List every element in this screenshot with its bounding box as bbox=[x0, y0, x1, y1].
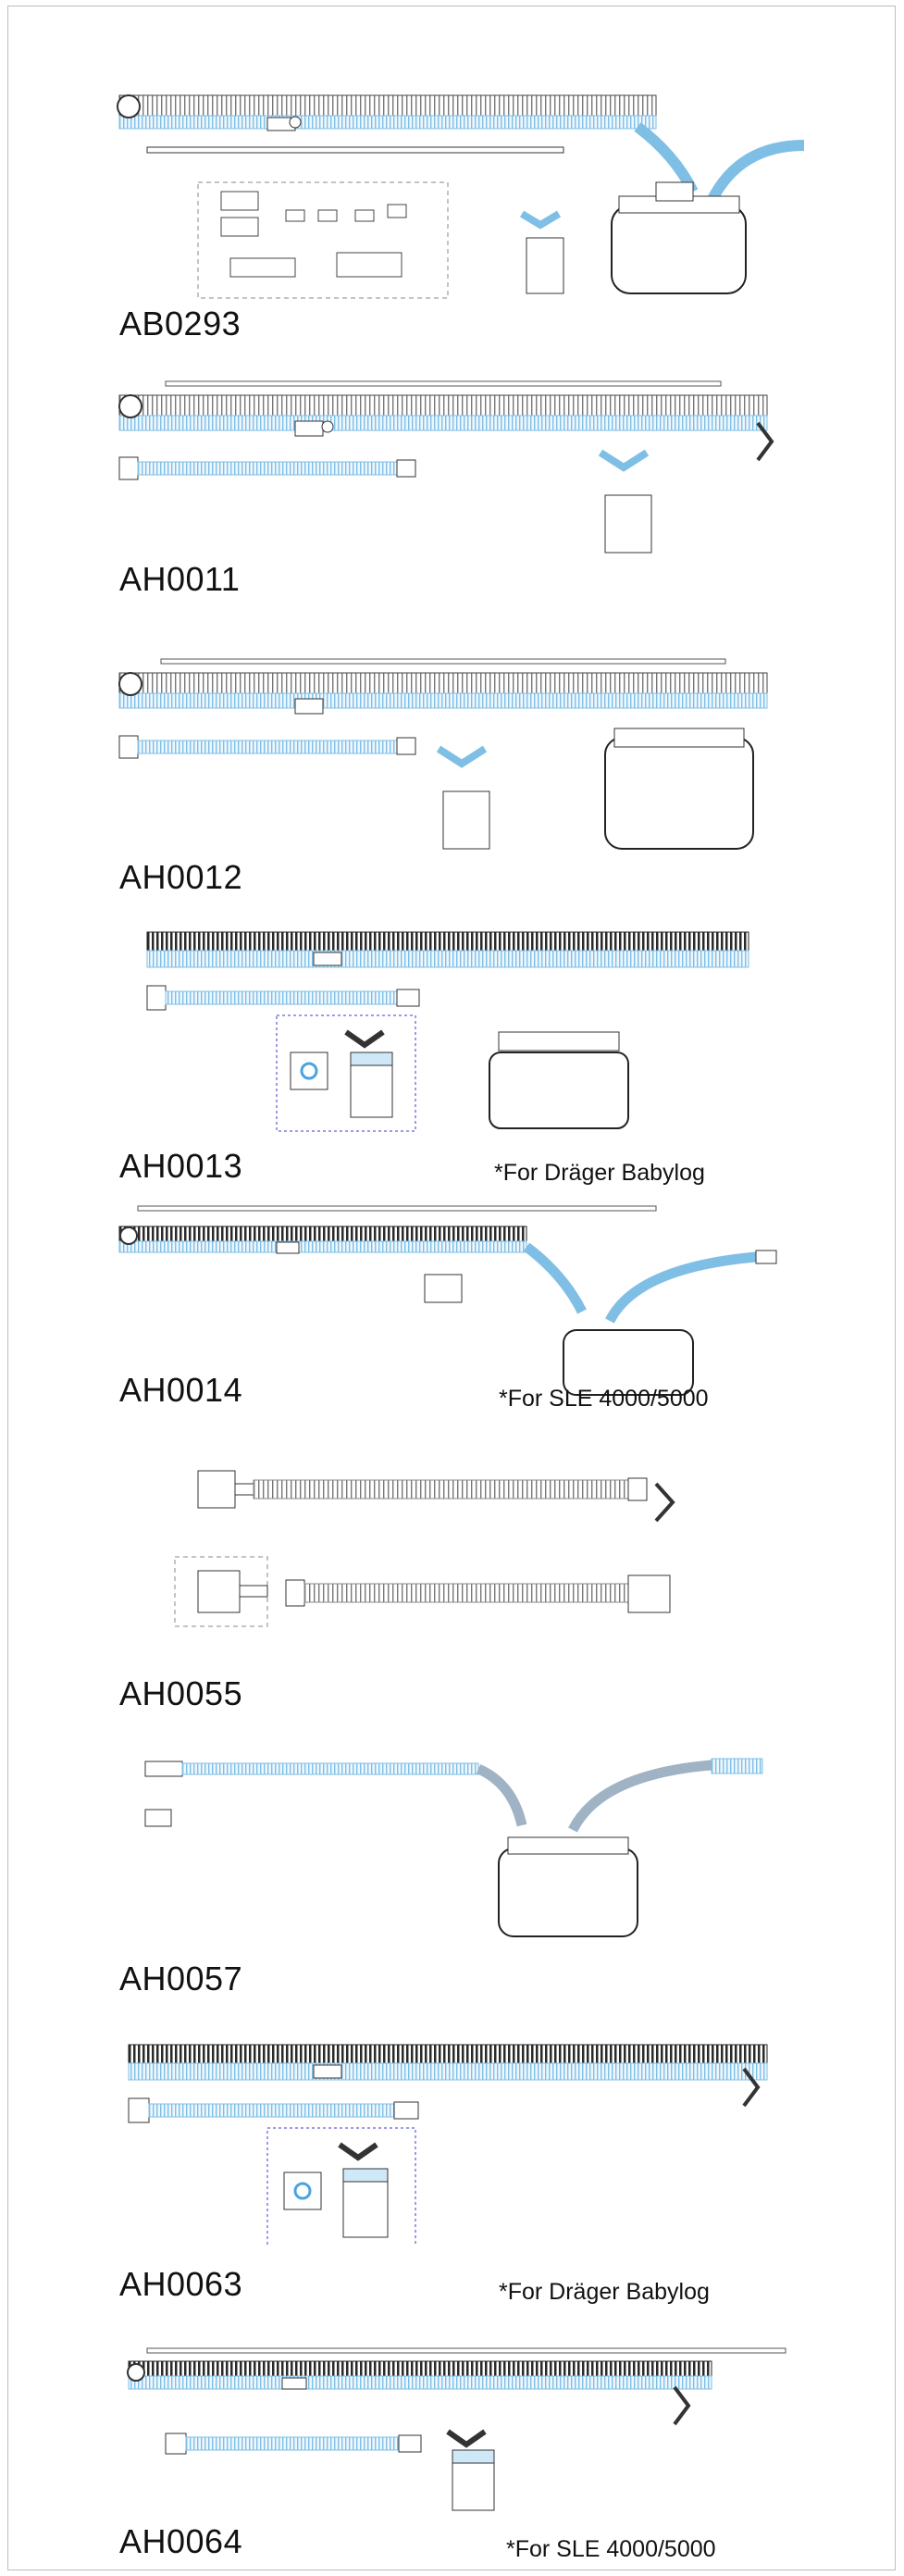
circuit-drawing bbox=[146, 931, 749, 1132]
product-note: *For Dräger Babylog bbox=[499, 2279, 710, 2305]
product-note: *For SLE 4000/5000 bbox=[499, 1386, 709, 1412]
product-note: *For Dräger Babylog bbox=[494, 1160, 705, 1186]
product-code: AH0057 bbox=[119, 1960, 243, 1997]
product-code: AH0013 bbox=[119, 1147, 243, 1185]
product-code: AH0064 bbox=[119, 2522, 243, 2560]
product-code: AH0063 bbox=[119, 2265, 243, 2303]
circuit-drawing bbox=[118, 380, 774, 554]
product-code: AH0014 bbox=[119, 1371, 243, 1409]
circuit-drawing bbox=[144, 1758, 763, 1937]
circuit-drawing bbox=[117, 94, 805, 299]
product-code: AH0055 bbox=[119, 1674, 243, 1712]
product-code: AB0293 bbox=[119, 305, 241, 342]
circuit-drawing bbox=[127, 2347, 786, 2511]
product-note: *For SLE 4000/5000 bbox=[506, 2536, 716, 2562]
product-code: AH0011 bbox=[119, 560, 241, 598]
catalog-sheet: AB0293 AH0011 bbox=[7, 6, 896, 2570]
product-code: AH0012 bbox=[119, 858, 243, 896]
circuit-drawing bbox=[128, 2044, 768, 2246]
circuit-drawing bbox=[118, 1205, 777, 1396]
circuit-drawing bbox=[118, 658, 768, 850]
circuit-drawing bbox=[174, 1470, 675, 1627]
